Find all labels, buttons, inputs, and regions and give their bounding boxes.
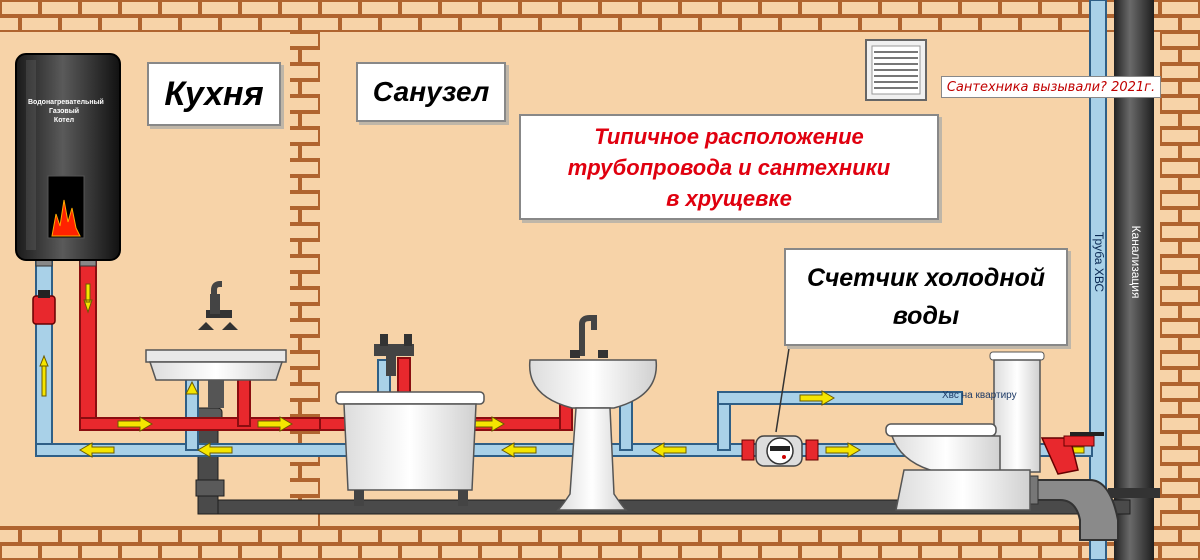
kitchen-label: Кухня <box>147 62 281 126</box>
heater-label-line: Котел <box>53 117 75 124</box>
signature-label: Сантехника вызывали? 2021г. <box>941 76 1161 98</box>
kitchen-sink-icon <box>145 281 287 408</box>
bathtub-icon <box>335 334 485 506</box>
heater-label-line: Водонагревательный <box>28 99 104 106</box>
hvs-riser-label: Труба ХВС <box>1092 231 1106 293</box>
callout-pointer <box>775 341 791 433</box>
water-meter-icon <box>741 435 819 467</box>
ball-valve-icon <box>32 290 56 325</box>
heater-highlight <box>26 60 36 250</box>
sewer-riser-label: Канализация <box>1129 225 1143 299</box>
washbasin-icon <box>528 315 658 511</box>
title-line: в хрущевке <box>666 185 792 211</box>
meter-callout: Счетчик холодной воды <box>784 248 1068 346</box>
title-line: трубопровода и сантехники <box>567 154 891 180</box>
water-heater-icon <box>15 53 121 267</box>
heater-label: Водонагревательный Газовый Котел <box>28 98 104 125</box>
ventilation-grille-icon <box>865 39 927 101</box>
flat-branch-label: Хвс на квартиру <box>942 390 1017 401</box>
flow-arrows <box>39 283 1085 458</box>
heater-label-line: Газовый <box>48 108 80 115</box>
title-line: Типичное расположение <box>594 123 864 149</box>
title-box: Типичное расположение трубопровода и сан… <box>519 114 939 220</box>
meter-callout-line: воды <box>892 302 960 330</box>
toilet-icon <box>885 351 1045 511</box>
cold-water-riser <box>1089 0 1107 560</box>
bathroom-label: Санузел <box>356 62 506 122</box>
meter-callout-line: Счетчик холодной <box>806 264 1046 292</box>
strainer-filter-icon <box>1040 432 1104 475</box>
